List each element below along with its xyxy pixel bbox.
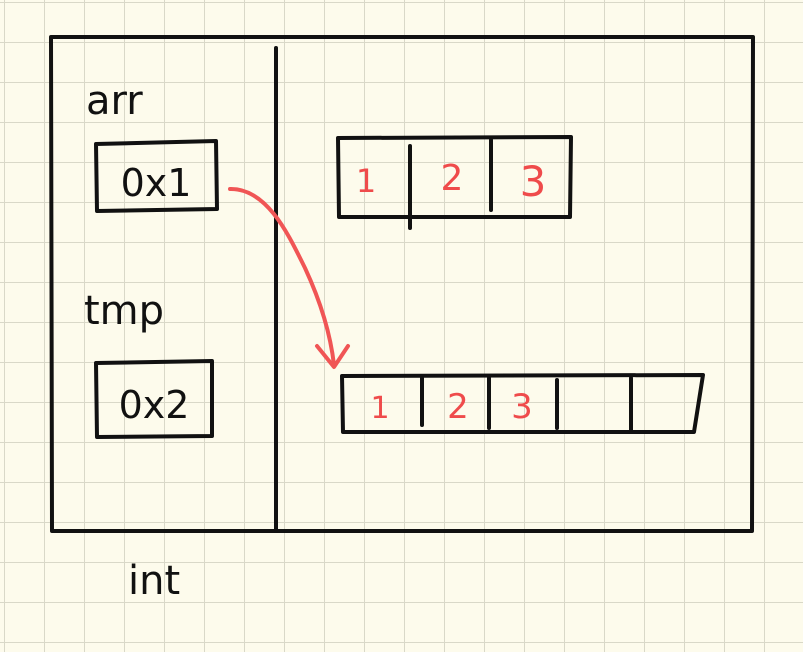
reference-arrow-curve bbox=[228, 186, 336, 367]
large-array-cell: 3 bbox=[511, 387, 533, 427]
large-array: 1 2 3 bbox=[340, 373, 705, 434]
small-array-cell: 1 bbox=[356, 162, 376, 200]
small-array-outline bbox=[336, 135, 573, 219]
arr-box-outline bbox=[94, 139, 219, 213]
reference-arrowhead bbox=[315, 344, 350, 369]
small-array-cell: 2 bbox=[441, 158, 464, 199]
reference-arrow bbox=[228, 186, 350, 369]
tmp-box-outline bbox=[94, 359, 214, 439]
tmp-address: 0x2 bbox=[119, 383, 190, 427]
tmp-label: tmp bbox=[84, 288, 164, 334]
small-array: 1 2 3 bbox=[336, 135, 573, 230]
large-array-cell: 2 bbox=[447, 387, 469, 427]
small-array-cell: 3 bbox=[520, 157, 547, 206]
arr-reference-box: 0x1 bbox=[94, 139, 219, 213]
arr-address: 0x1 bbox=[121, 161, 192, 205]
large-array-cell: 1 bbox=[370, 391, 389, 426]
large-array-outline bbox=[340, 373, 705, 434]
memory-frame bbox=[49, 35, 755, 533]
type-label: int bbox=[128, 558, 180, 604]
tmp-reference-box: 0x2 bbox=[94, 359, 214, 439]
arr-label: arr bbox=[86, 78, 143, 124]
